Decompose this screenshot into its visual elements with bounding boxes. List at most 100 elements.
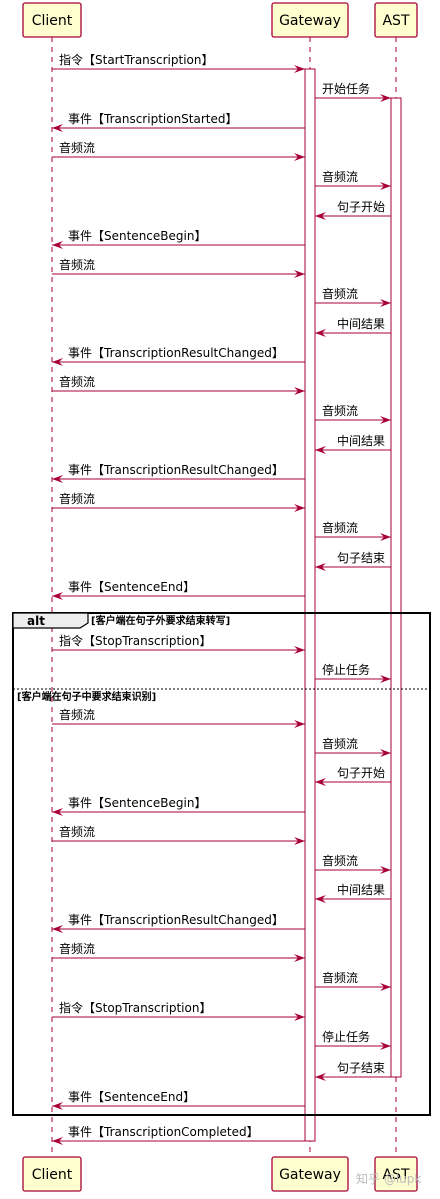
message-3: 事件【TranscriptionStarted】 xyxy=(52,112,305,132)
message-label: 句子结束 xyxy=(337,551,385,565)
participant-box xyxy=(374,1156,418,1192)
arrow-head xyxy=(294,153,305,161)
arrow-head xyxy=(294,65,305,73)
arrow-head xyxy=(315,895,326,903)
message-1: 指令【StartTranscription】 xyxy=(52,52,305,73)
message-16: 音频流 xyxy=(52,491,305,512)
message-22: 音频流 xyxy=(52,707,305,728)
message-label: 事件【TranscriptionResultChanged】 xyxy=(68,346,284,360)
message-label: 开始任务 xyxy=(322,81,370,96)
alt-frame-label: alt xyxy=(27,614,45,628)
participant-box xyxy=(271,1156,349,1192)
message-label: 中间结果 xyxy=(337,316,385,331)
arrow-head xyxy=(52,475,63,483)
message-31: 音频流 xyxy=(315,970,391,991)
participant-label: Client xyxy=(32,13,73,29)
alt-guard-1: [客户端在句子外要求结束转写] xyxy=(91,614,230,627)
message-29: 事件【TranscriptionResultChanged】 xyxy=(52,913,305,933)
message-label: 音频流 xyxy=(322,736,358,751)
participant-gateway-top: Gateway xyxy=(271,2,349,38)
message-label: 指令【StopTranscription】 xyxy=(59,1000,211,1015)
message-11: 事件【TranscriptionResultChanged】 xyxy=(52,346,305,366)
arrow-head xyxy=(380,416,391,424)
message-label: 中间结果 xyxy=(337,882,385,897)
message-9: 音频流 xyxy=(315,286,391,307)
message-19: 事件【SentenceEnd】 xyxy=(52,580,305,600)
arrow-head xyxy=(294,270,305,278)
arrow-head xyxy=(315,778,326,786)
message-17: 音频流 xyxy=(315,520,391,541)
message-label: 音频流 xyxy=(322,286,358,301)
message-8: 音频流 xyxy=(52,257,305,278)
message-label: 事件【TranscriptionResultChanged】 xyxy=(68,913,284,927)
message-label: 句子结束 xyxy=(337,1061,385,1075)
message-21: 停止任务 xyxy=(315,662,391,683)
arrow-head xyxy=(52,358,63,366)
arrow-head xyxy=(52,124,63,132)
message-label: 句子开始 xyxy=(337,766,385,780)
participant-label: Gateway xyxy=(279,13,341,29)
arrow-head xyxy=(52,241,63,249)
arrow-head xyxy=(380,533,391,541)
participant-gateway-bottom: Gateway xyxy=(271,1156,349,1192)
watermark-text: 知乎 @lupk xyxy=(356,1172,421,1186)
participant-label: Gateway xyxy=(279,1167,341,1183)
message-5: 音频流 xyxy=(315,169,391,190)
message-30: 音频流 xyxy=(52,941,305,962)
arrow-head xyxy=(52,925,63,933)
message-18: 句子结束 xyxy=(315,551,391,571)
message-24: 句子开始 xyxy=(315,766,391,786)
message-label: 音频流 xyxy=(322,403,358,418)
activation-ast xyxy=(390,97,402,1078)
participant-ast-bottom: AST xyxy=(374,1156,418,1192)
arrow-head xyxy=(380,1042,391,1050)
message-label: 音频流 xyxy=(59,257,95,272)
message-label: 停止任务 xyxy=(322,662,370,677)
message-27: 音频流 xyxy=(315,853,391,874)
arrow-head xyxy=(315,1073,326,1081)
arrow-head xyxy=(52,808,63,816)
participant-client-bottom: Client xyxy=(22,1156,82,1192)
arrow-head xyxy=(294,387,305,395)
message-label: 句子开始 xyxy=(337,200,385,214)
alt-frame-border xyxy=(12,612,431,1116)
arrow-head xyxy=(315,212,326,220)
message-label: 指令【StartTranscription】 xyxy=(59,52,214,67)
arrow-head xyxy=(380,94,391,102)
message-32: 指令【StopTranscription】 xyxy=(52,1000,305,1021)
participant-label: AST xyxy=(382,1167,409,1183)
participant-box xyxy=(22,2,82,38)
message-label: 音频流 xyxy=(59,374,95,389)
message-label: 音频流 xyxy=(322,970,358,985)
alt-frame: alt[客户端在句子外要求结束转写][客户端在句子中要求结束识别] xyxy=(12,612,431,1116)
message-23: 音频流 xyxy=(315,736,391,757)
arrow-head xyxy=(315,446,326,454)
participant-box xyxy=(271,2,349,38)
arrow-head xyxy=(52,1137,63,1145)
message-36: 事件【TranscriptionCompleted】 xyxy=(52,1125,305,1145)
arrow-head xyxy=(380,749,391,757)
arrow-head xyxy=(380,675,391,683)
message-label: 事件【SentenceBegin】 xyxy=(68,796,206,810)
arrow-head xyxy=(315,329,326,337)
message-12: 音频流 xyxy=(52,374,305,395)
message-label: 音频流 xyxy=(322,169,358,184)
message-label: 音频流 xyxy=(59,941,95,956)
participant-client-top: Client xyxy=(22,2,82,38)
message-25: 事件【SentenceBegin】 xyxy=(52,796,305,816)
arrow-head xyxy=(52,1102,63,1110)
message-label: 停止任务 xyxy=(322,1029,370,1044)
participant-ast-top: AST xyxy=(374,2,418,38)
activation-gateway xyxy=(304,68,316,1142)
arrow-head xyxy=(380,866,391,874)
message-label: 音频流 xyxy=(59,140,95,155)
message-label: 音频流 xyxy=(59,707,95,722)
message-26: 音频流 xyxy=(52,824,305,845)
arrow-head xyxy=(294,837,305,845)
message-4: 音频流 xyxy=(52,140,305,161)
arrow-head xyxy=(380,299,391,307)
arrow-head xyxy=(294,504,305,512)
arrow-head xyxy=(380,182,391,190)
message-35: 事件【SentenceEnd】 xyxy=(52,1090,305,1110)
